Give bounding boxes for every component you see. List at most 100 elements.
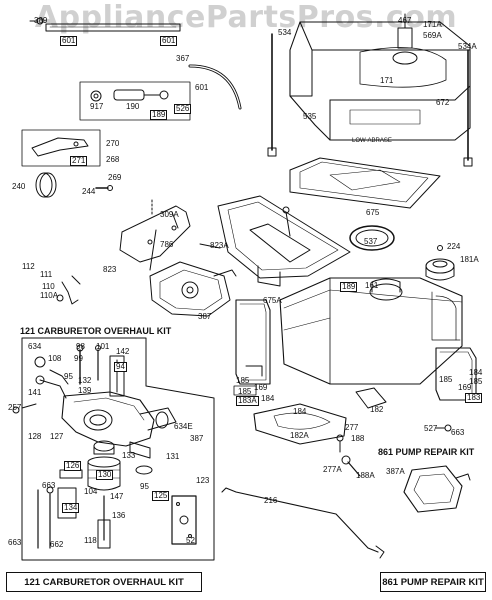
part-label-534: 534 <box>278 28 292 37</box>
part-label-108: 108 <box>48 354 62 363</box>
gasket-52 <box>171 495 197 545</box>
part-label-467: 467 <box>398 16 412 25</box>
part-label-537: 537 <box>364 237 378 246</box>
part-label-133: 133 <box>122 451 136 460</box>
svg-text:LOW-ABRASE: LOW-ABRASE <box>352 138 392 144</box>
governor-parts-box <box>79 81 191 121</box>
linkage-rod-601 <box>29 17 181 32</box>
part-label-182: 182 <box>370 405 384 414</box>
part-label-94: 94 <box>114 362 127 372</box>
part-label-270: 270 <box>106 139 120 148</box>
part-label-535: 535 <box>303 112 317 121</box>
gasket-537 <box>349 225 395 251</box>
bracket-786 <box>119 199 221 271</box>
part-label-95b: 95 <box>140 482 149 491</box>
part-label-169a: 169 <box>254 383 268 392</box>
part-label-184a: 184 <box>261 394 275 403</box>
part-label-601c: 601 <box>195 83 209 92</box>
pump-kit-title: 861 PUMP REPAIR KIT <box>378 447 475 457</box>
part-label-52: 52 <box>186 536 195 545</box>
fuel-pump-387 <box>149 261 237 317</box>
part-label-128: 128 <box>28 432 42 441</box>
part-label-224: 224 <box>447 242 461 251</box>
fuel-tank-upper: LOW-ABRASE <box>289 13 471 144</box>
part-label-244: 244 <box>82 187 96 196</box>
part-label-185b: 185 <box>238 387 252 396</box>
part-label-662: 662 <box>50 540 64 549</box>
part-label-823: 823 <box>103 265 117 274</box>
part-label-104: 104 <box>84 487 98 496</box>
part-label-569a: 569A <box>423 31 442 40</box>
part-label-125: 125 <box>152 491 170 501</box>
part-label-171a: 171A <box>423 20 442 29</box>
part-label-185a: 185 <box>236 376 250 385</box>
pump-kit-387a <box>403 424 471 513</box>
curved-link-367 <box>188 64 242 110</box>
part-label-131: 131 <box>166 452 180 461</box>
part-label-126: 126 <box>64 461 82 471</box>
part-label-130: 130 <box>96 470 114 480</box>
part-label-189: 189 <box>150 110 168 120</box>
part-label-147: 147 <box>110 492 124 501</box>
part-label-185c: 185 <box>439 375 453 384</box>
part-label-188a: 188A <box>356 471 375 480</box>
part-label-216: 216 <box>264 496 278 505</box>
part-label-190: 190 <box>126 102 140 111</box>
part-label-110a: 110A <box>40 291 59 300</box>
part-label-672: 672 <box>436 98 450 107</box>
part-label-169b: 169 <box>458 383 472 392</box>
part-label-188: 188 <box>351 434 365 443</box>
float-bowl-130 <box>87 440 121 491</box>
knob-240 <box>35 172 113 198</box>
part-label-98: 98 <box>76 342 85 351</box>
part-label-527: 527 <box>424 424 438 433</box>
part-label-184b: 184 <box>293 407 307 416</box>
part-label-634: 634 <box>28 342 42 351</box>
part-label-141: 141 <box>28 388 42 397</box>
throttle-bracket-271 <box>21 129 101 167</box>
part-label-118: 118 <box>84 536 97 545</box>
part-label-181a: 181A <box>460 255 479 264</box>
part-label-183: 183 <box>465 393 483 403</box>
part-label-101: 101 <box>96 342 110 351</box>
fuel-cap-181a <box>425 245 455 281</box>
part-label-663a: 663 <box>42 481 56 490</box>
part-label-367: 367 <box>176 54 190 63</box>
part-label-309a: 309A <box>160 210 179 219</box>
part-label-271: 271 <box>70 156 88 166</box>
part-label-185d: 185 <box>469 377 483 386</box>
footer-carburetor-kit: 121 CARBURETOR OVERHAUL KIT <box>6 572 202 592</box>
part-label-917: 917 <box>90 102 104 111</box>
part-label-184c: 184 <box>469 368 483 377</box>
part-label-142: 142 <box>116 347 130 356</box>
part-label-110: 110 <box>42 282 55 291</box>
part-label-257: 257 <box>8 403 22 412</box>
part-label-387: 387 <box>198 312 212 321</box>
part-label-268: 268 <box>106 155 120 164</box>
part-label-601b: 601 <box>160 36 178 46</box>
carb-small-parts <box>34 344 125 397</box>
part-label-663c: 663 <box>451 428 465 437</box>
part-label-161: 161 <box>365 281 379 290</box>
part-label-277a: 277A <box>323 465 342 474</box>
part-label-675: 675 <box>366 208 380 217</box>
tank-bracket-675a <box>217 195 351 287</box>
part-label-183a: 183A <box>236 396 259 406</box>
tank-base-675 <box>289 157 441 209</box>
part-label-786: 786 <box>160 240 174 249</box>
part-label-171: 171 <box>380 76 394 85</box>
part-label-123: 123 <box>196 476 210 485</box>
tank-studs <box>267 33 473 167</box>
part-label-634e: 634E <box>174 422 193 431</box>
part-label-111: 111 <box>40 270 53 279</box>
part-label-277: 277 <box>345 423 359 432</box>
part-label-132: 132 <box>78 376 92 385</box>
part-label-95: 95 <box>64 372 73 381</box>
carb-kit-border <box>21 337 215 561</box>
part-label-526: 526 <box>174 104 192 114</box>
footer-pump-kit: 861 PUMP REPAIR KIT <box>380 572 486 592</box>
part-label-127: 127 <box>50 432 64 441</box>
part-label-136: 136 <box>112 511 126 520</box>
